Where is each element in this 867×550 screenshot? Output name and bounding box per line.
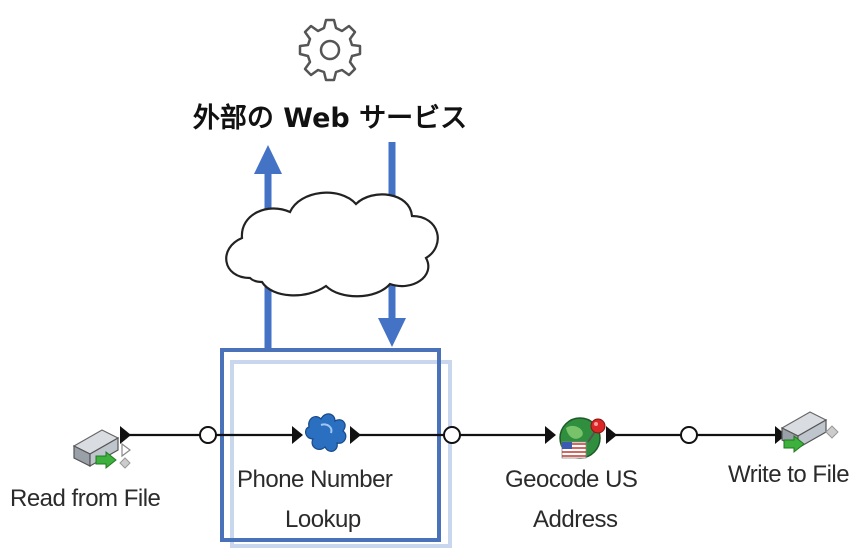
input-port [775,426,786,444]
external-web-service-title: 外部の Web サービス [192,103,468,134]
connector-ports [120,426,786,444]
puzzle-piece-icon[interactable] [304,413,347,452]
internet-cloud [225,191,439,298]
connector-handles[interactable] [199,426,698,444]
stage-label-geocode-line1: Geocode US [505,466,638,493]
gear-icon [298,18,362,82]
output-port [120,426,131,444]
file-writer-icon[interactable] [780,411,839,454]
file-reader-icon[interactable] [72,429,131,470]
stage-label-read-from-file: Read from File [10,485,161,512]
input-port [545,426,556,444]
connection-node [199,426,217,444]
selected-stage-frame [230,360,452,548]
us-globe-pin-icon[interactable] [559,417,606,459]
stage-label-geocode-line2: Address [533,506,618,533]
selected-stage-highlight[interactable] [220,348,441,542]
output-port [350,426,361,444]
stage-label-phone-lookup-line1: Phone Number [237,466,393,493]
connection-node [443,426,461,444]
output-port [606,426,617,444]
stage-label-phone-lookup-line2: Lookup [285,506,361,533]
connection-node [680,426,698,444]
input-port [292,426,303,444]
stage-label-write-to-file: Write to File [728,461,850,488]
